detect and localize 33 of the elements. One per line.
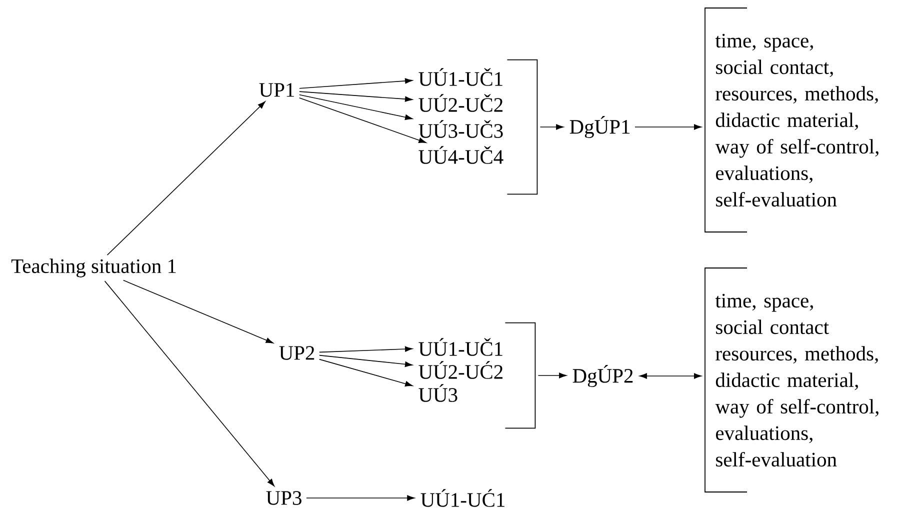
factor-list: time, space, social contact resources, methods, didactic material, way of self-control, evaluations, self-evaluation: [704, 268, 878, 492]
goal-label: UÚ1-UĆ1: [420, 489, 504, 507]
arrow: [104, 280, 274, 486]
goal-label: UÚ4-UČ4: [418, 146, 504, 164]
goal-label: UÚ3: [418, 384, 458, 402]
arrow: [538, 372, 567, 378]
goal-label: UÚ1-UČ1: [418, 338, 502, 356]
situation-label: Teaching situation 1: [11, 258, 176, 278]
arrow: [319, 354, 413, 367]
plan-label: UP1: [259, 83, 294, 97]
arrow: [319, 346, 413, 353]
arrow: [634, 124, 702, 130]
bracket: [506, 59, 538, 195]
factor-list: time, space, social contact, resources, methods, didactic material, way of self-control, evaluations, self-evaluation: [704, 8, 878, 232]
arrow: [299, 94, 413, 120]
goal-label: UÚ2-UČ2: [418, 94, 502, 112]
goal-label: UÚ3-UČ3: [418, 120, 503, 138]
arrow: [299, 91, 413, 102]
arrow: [299, 78, 413, 89]
arrow: [639, 373, 702, 379]
arrow: [298, 97, 426, 144]
arrow: [122, 280, 274, 344]
arrow: [540, 124, 564, 130]
goal-label: UÚ2-UĆ2: [418, 361, 502, 379]
arrow: [306, 495, 415, 501]
arrow: [318, 358, 413, 386]
plan-label: UP2: [279, 346, 314, 360]
plan-label: UP3: [266, 491, 302, 505]
diagnosis-label: DgÚP2: [572, 364, 633, 387]
goal-label: UÚ1-UČ1: [418, 68, 502, 86]
diagnosis-label: DgÚP1: [570, 116, 630, 138]
bracket: [504, 322, 536, 429]
arrow: [106, 101, 266, 256]
